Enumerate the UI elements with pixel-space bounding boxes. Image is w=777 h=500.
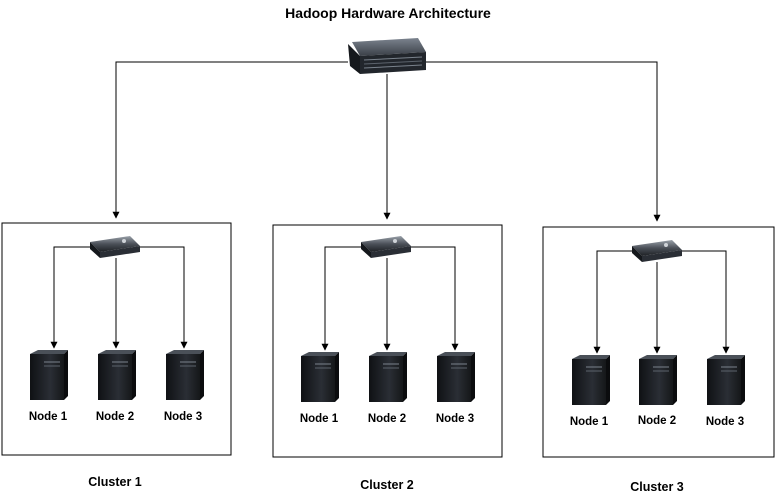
cluster-1-node-2-label: Node 2	[96, 411, 134, 423]
cluster-3-box	[542, 226, 775, 458]
cluster-2-node-3-icon	[437, 352, 475, 402]
cluster-2-node-3-label: Node 3	[436, 413, 474, 425]
cluster-1-connections	[50, 246, 188, 349]
cluster-1-node-1-icon	[30, 350, 68, 400]
cluster-3-node-3-label: Node 3	[706, 416, 744, 428]
cluster-3-connections	[593, 250, 730, 354]
cluster-2-connections	[321, 246, 459, 351]
cluster-3-switch-icon	[632, 240, 682, 262]
master-rack-server-icon	[348, 38, 426, 74]
cluster-3-node-2-label: Node 2	[638, 415, 676, 427]
cluster-1-label: Cluster 1	[88, 475, 142, 489]
cluster-2: Node 1 Node 2 Node 3 Cluster 2	[272, 224, 503, 492]
cluster-3-node-1-label: Node 1	[570, 416, 609, 428]
cluster-1-node-3-label: Node 3	[164, 411, 202, 423]
cluster-3-node-2-icon	[639, 355, 677, 405]
cluster-1: Node 1 Node 2 Node 3 Cluster 1	[1, 222, 232, 489]
cluster-2-node-2-icon	[369, 352, 407, 402]
cluster-2-switch-icon	[361, 236, 411, 258]
cluster-3-label: Cluster 3	[630, 480, 684, 494]
cluster-2-node-2-label: Node 2	[368, 413, 406, 425]
cluster-3-node-3-icon	[707, 355, 745, 405]
cluster-2-label: Cluster 2	[360, 478, 414, 492]
cluster-3: Node 1 Node 2 Node 3 Cluster 3	[542, 226, 775, 494]
master-connections	[112, 61, 661, 222]
cluster-1-node-1-label: Node 1	[29, 411, 68, 423]
cluster-1-node-2-icon	[98, 350, 136, 400]
cluster-1-switch-icon	[90, 236, 140, 258]
cluster-1-node-3-icon	[166, 350, 204, 400]
cluster-2-node-1-label: Node 1	[300, 413, 339, 425]
cluster-2-node-1-icon	[301, 352, 339, 402]
cluster-3-node-1-icon	[572, 355, 610, 405]
diagram-title: Hadoop Hardware Architecture	[285, 5, 491, 21]
